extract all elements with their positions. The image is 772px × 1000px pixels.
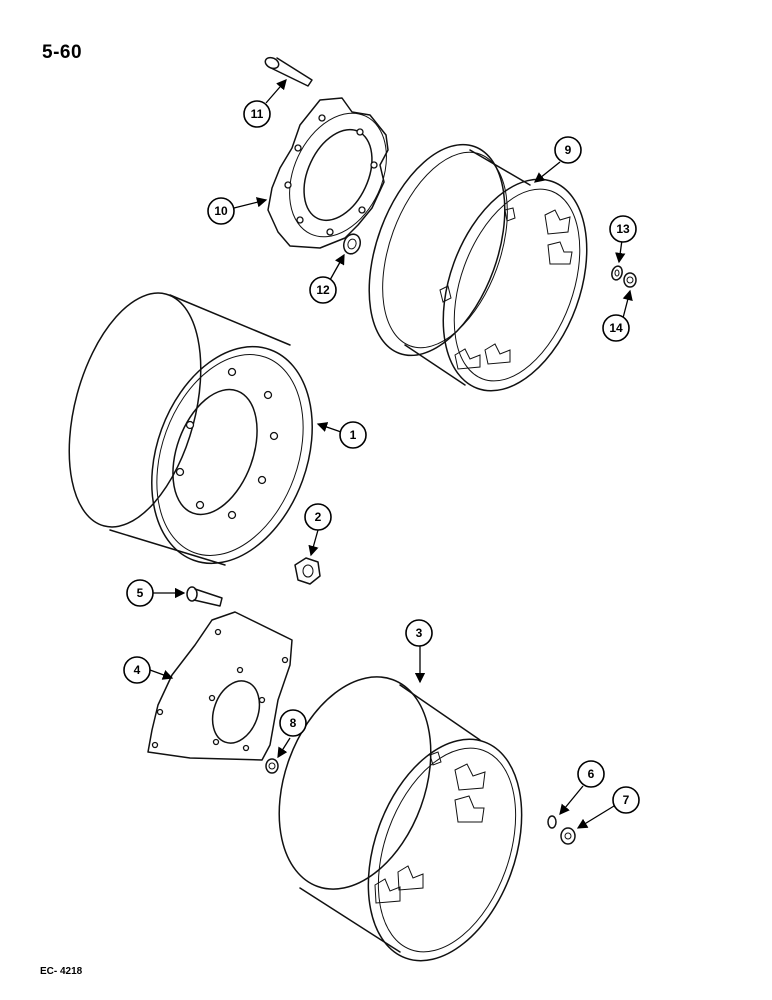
figure-code: EC- 4218 <box>40 966 83 977</box>
bolt-5 <box>186 586 223 607</box>
callout-1-label: 1 <box>350 428 357 442</box>
callout-14: 14 <box>602 314 630 342</box>
leader-11 <box>265 79 287 104</box>
leader-14 <box>622 289 633 319</box>
callout-3-label: 3 <box>416 626 423 640</box>
callout-6: 6 <box>577 760 605 788</box>
callout-7: 7 <box>612 786 640 814</box>
callout-8-label: 8 <box>290 716 297 730</box>
callout-8: 8 <box>279 709 307 737</box>
leader-6 <box>559 785 584 816</box>
callout-10-label: 10 <box>214 204 228 218</box>
callout-5-label: 5 <box>137 586 144 600</box>
rim-3 <box>278 676 523 962</box>
callout-12: 12 <box>309 276 337 304</box>
callout-7-label: 7 <box>623 793 630 807</box>
callout-4-label: 4 <box>134 663 141 677</box>
nut-2 <box>294 557 321 585</box>
nut-7 <box>560 827 576 845</box>
leader-8 <box>277 737 291 759</box>
callout-3: 3 <box>405 619 433 647</box>
nut-12 <box>342 233 362 255</box>
callout-6-label: 6 <box>588 767 595 781</box>
callout-5: 5 <box>126 579 154 607</box>
callout-11-label: 11 <box>251 107 264 121</box>
nut-8 <box>265 758 279 774</box>
page-number: 5-60 <box>42 42 83 63</box>
leader-2 <box>308 529 319 557</box>
callout-9: 9 <box>554 136 582 164</box>
bolt-11 <box>264 56 313 87</box>
callout-13-label: 13 <box>616 222 630 236</box>
leader-7 <box>576 805 615 829</box>
callout-12-label: 12 <box>316 283 330 297</box>
rim-9 <box>368 143 588 392</box>
nut-14 <box>623 272 637 288</box>
washer-6 <box>547 815 557 829</box>
leader-lines <box>149 79 633 829</box>
callout-2: 2 <box>304 503 332 531</box>
mounting-plate-4 <box>147 611 293 761</box>
callout-1: 1 <box>339 421 367 449</box>
callout-13: 13 <box>609 215 637 243</box>
callout-2-label: 2 <box>315 510 322 524</box>
leader-9 <box>533 161 561 183</box>
leader-12 <box>329 253 345 281</box>
leader-4 <box>149 669 174 680</box>
callout-9-label: 9 <box>565 143 572 157</box>
callout-14-label: 14 <box>609 321 623 335</box>
callout-10: 10 <box>207 197 235 225</box>
callout-4: 4 <box>123 656 151 684</box>
washer-13 <box>611 265 623 281</box>
center-plate-10 <box>267 97 389 249</box>
leader-13 <box>615 239 626 264</box>
callout-11: 11 <box>243 100 271 128</box>
wheel-1 <box>68 292 313 566</box>
leader-10 <box>233 197 268 209</box>
